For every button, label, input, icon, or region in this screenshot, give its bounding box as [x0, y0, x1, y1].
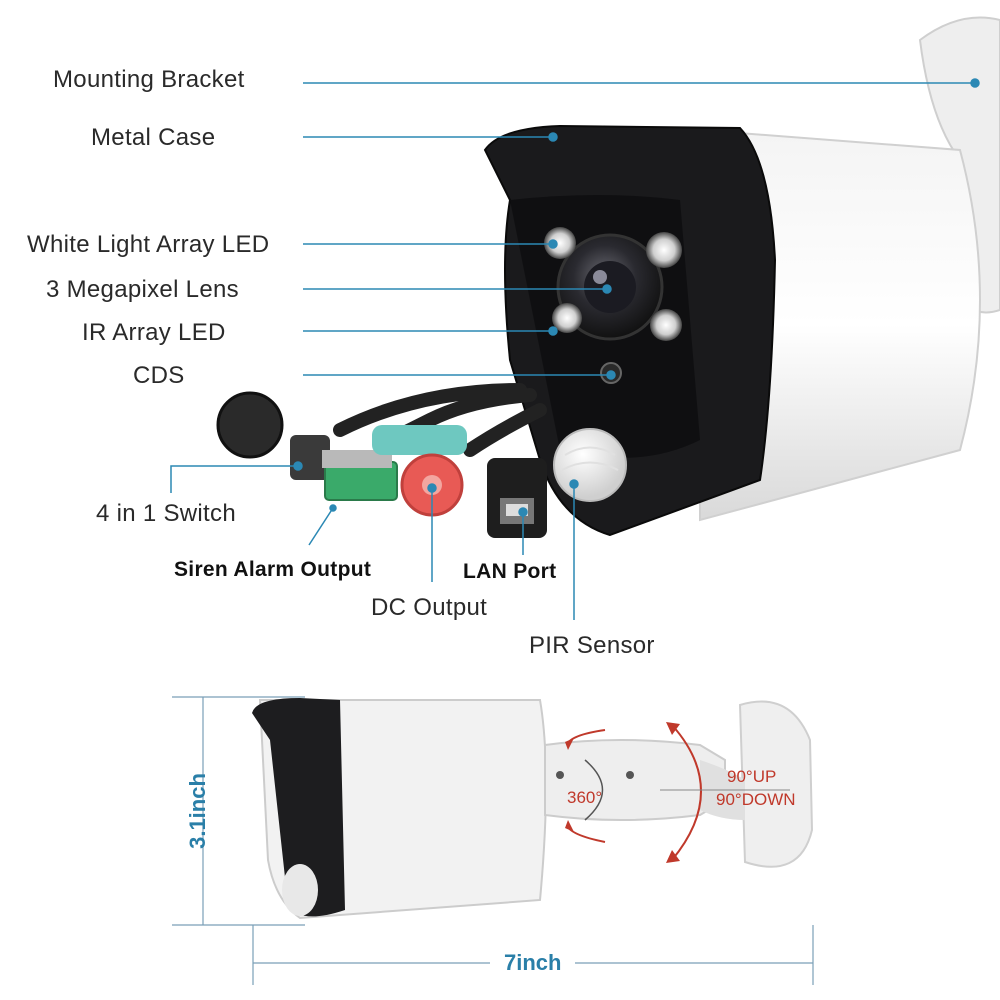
camera-front-view	[216, 16, 1000, 538]
camera-side-view: 360° 90°UP 90°DOWN	[252, 698, 814, 920]
tilt-up-label: 90°UP	[727, 767, 776, 786]
pir-sensor-shape	[553, 428, 627, 502]
height-dimension-label: 3.1inch	[184, 773, 210, 849]
pan-rotation-label: 360°	[567, 788, 602, 807]
label-siren-alarm-output: Siren Alarm Output	[174, 558, 372, 581]
ir-led-right	[650, 309, 682, 341]
label-mounting-bracket: Mounting Bracket	[53, 66, 245, 93]
cable-bundle	[333, 383, 547, 457]
dimension-lines	[172, 696, 814, 985]
label-ir-led: IR Array LED	[82, 319, 226, 346]
label-white-light-led: White Light Array LED	[27, 231, 270, 258]
pan-rotation-arrow-bottom	[566, 824, 606, 843]
tilt-down-label: 90°DOWN	[716, 790, 796, 809]
white-led-left	[544, 227, 576, 259]
white-led-right	[646, 232, 682, 268]
label-lens: 3 Megapixel Lens	[46, 276, 239, 303]
label-switch: 4 in 1 Switch	[96, 500, 236, 527]
label-pir-sensor: PIR Sensor	[529, 632, 655, 659]
length-dimension-label: 7inch	[504, 950, 562, 975]
label-metal-case: Metal Case	[91, 124, 216, 151]
leader-lines	[170, 78, 980, 620]
tilt-arrow	[671, 724, 702, 861]
ir-led-left	[552, 303, 582, 333]
label-cds: CDS	[133, 362, 185, 389]
label-dc-output: DC Output	[371, 594, 488, 621]
waterproof-cap	[216, 391, 284, 459]
label-lan-port: LAN Port	[463, 560, 557, 583]
